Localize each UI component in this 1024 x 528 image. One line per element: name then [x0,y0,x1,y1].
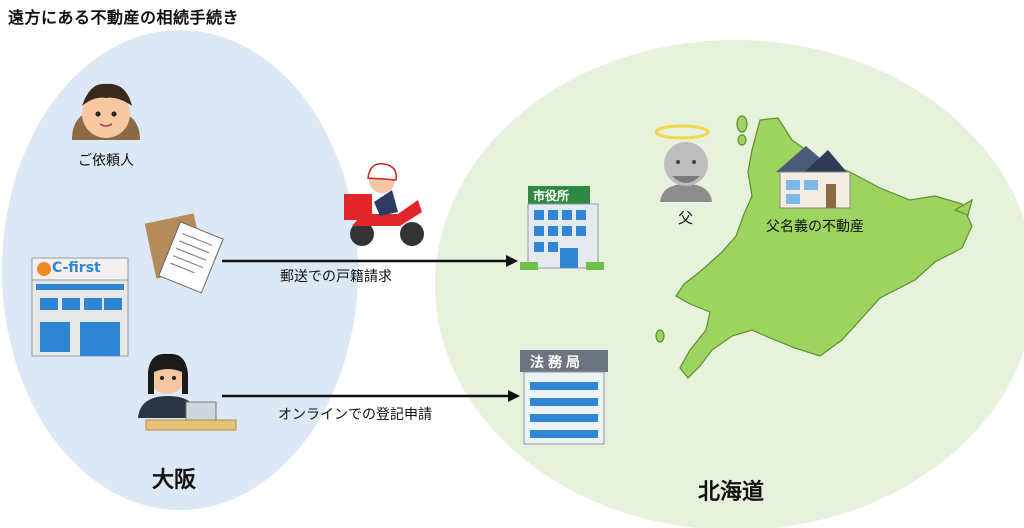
city-hall-building-illustration [520,186,604,270]
office-sign: C-first [52,260,101,276]
legal-bureau-building-illustration [520,350,608,445]
house-illustration [776,146,851,209]
legal-bureau-sign: 法務局 [530,355,584,371]
mail-request-arrow [222,255,518,267]
mail-request-label: 郵送での戸籍請求 [280,269,392,285]
hokkaido-map [655,115,973,379]
property-label: 父名義の不動産 [766,219,864,235]
page-title: 遠方にある不動産の相続手続き [8,8,240,27]
client-label: ご依頼人 [78,153,134,169]
hokkaido-region-label: 北海道 [698,480,765,505]
postman-scooter-illustration [344,163,424,246]
osaka-region-label: 大阪 [152,468,197,493]
client-person-illustration [72,83,140,140]
office-building-illustration [31,257,129,357]
father-illustration [654,124,712,202]
staff-with-laptop-illustration [138,353,237,431]
online-application-label: オンラインでの登記申請 [278,407,432,423]
document-illustration [144,213,224,294]
online-application-arrow [222,390,520,402]
father-label: 父 [678,209,694,227]
city-hall-sign: 市役所 [533,189,570,203]
